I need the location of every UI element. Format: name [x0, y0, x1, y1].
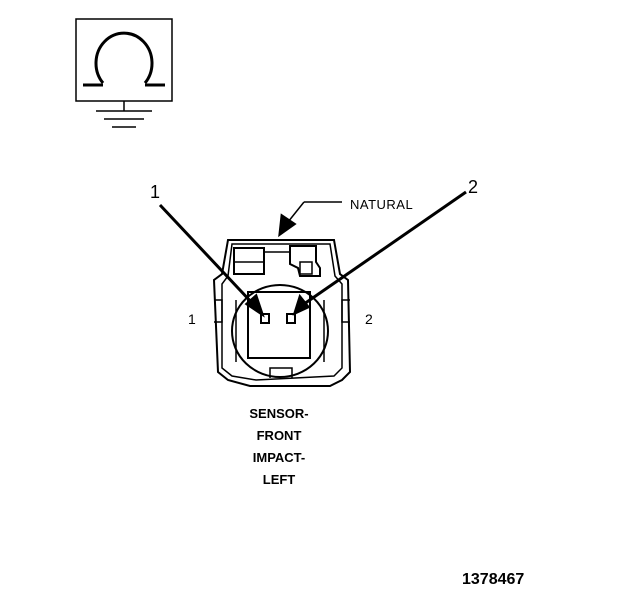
connector-name-line-3: IMPACT- [252, 450, 306, 465]
callout-leaders [158, 190, 467, 318]
pin-2-terminal [286, 313, 296, 324]
callout-2-label: 2 [468, 177, 479, 197]
connector-color-label: NATURAL [350, 197, 414, 212]
callout-1-label: 1 [150, 182, 161, 202]
connector-name-line-2: FRONT [256, 428, 302, 443]
pin-1-terminal [260, 313, 270, 324]
terminal-cavities [260, 313, 296, 324]
pin-2-label: 2 [365, 311, 373, 327]
ohm-meter-icon [75, 18, 173, 102]
ground-symbol-icon [96, 101, 152, 128]
pin-1-label: 1 [188, 311, 196, 327]
connector-name: SENSOR- FRONT IMPACT- LEFT [219, 403, 339, 491]
connector-name-line-1: SENSOR- [249, 406, 309, 421]
figure-id: 1378467 [462, 571, 525, 588]
connector-name-line-4: LEFT [262, 472, 296, 487]
connector-body [212, 239, 352, 387]
